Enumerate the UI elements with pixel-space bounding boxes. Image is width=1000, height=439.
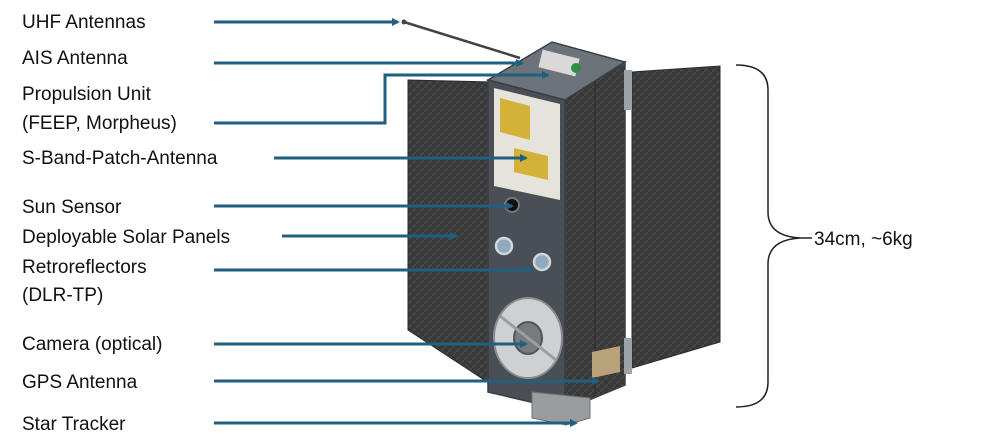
right-solar-panel bbox=[631, 65, 721, 369]
hinge-top bbox=[624, 70, 632, 110]
callout-arrows bbox=[214, 18, 600, 427]
label-ais-antenna: AIS Antenna bbox=[22, 48, 128, 69]
top-logo bbox=[571, 63, 581, 73]
label-uhf-antennas: UHF Antennas bbox=[22, 12, 146, 33]
label-camera: Camera (optical) bbox=[22, 334, 162, 355]
hinge-bottom bbox=[624, 338, 632, 374]
label-propulsion-unit: Propulsion Unit bbox=[22, 84, 152, 105]
label-star-tracker: Star Tracker bbox=[22, 414, 126, 435]
arrow-propulsion bbox=[214, 71, 550, 125]
retroreflector-right bbox=[532, 252, 552, 272]
label-sun-sensor: Sun Sensor bbox=[22, 197, 122, 218]
labels: UHF Antennas AIS Antenna Propulsion Unit… bbox=[22, 12, 913, 435]
gold-patch-upper bbox=[500, 98, 530, 140]
label-s-band-patch-antenna: S-Band-Patch-Antenna bbox=[22, 148, 218, 169]
uhf-antenna-rod bbox=[403, 20, 521, 60]
label-dimension: 34cm, ~6kg bbox=[814, 229, 913, 250]
dimension-brace bbox=[735, 64, 801, 408]
label-retroreflectors: Retroreflectors bbox=[22, 257, 147, 278]
label-deployable-solar-panels: Deployable Solar Panels bbox=[22, 227, 230, 248]
camera-spoke bbox=[499, 314, 557, 362]
label-gps-antenna: GPS Antenna bbox=[22, 372, 138, 393]
gps-patch bbox=[592, 346, 620, 378]
satellite-illustration bbox=[401, 19, 721, 426]
left-solar-panel bbox=[407, 79, 493, 386]
label-propulsion-types: (FEEP, Morpheus) bbox=[22, 113, 177, 134]
star-tracker-housing bbox=[531, 391, 591, 426]
label-retroreflectors-source: (DLR-TP) bbox=[22, 285, 103, 306]
retroreflector-left bbox=[494, 236, 514, 256]
top-plate bbox=[538, 49, 580, 77]
uhf-antenna-tip bbox=[401, 19, 407, 25]
